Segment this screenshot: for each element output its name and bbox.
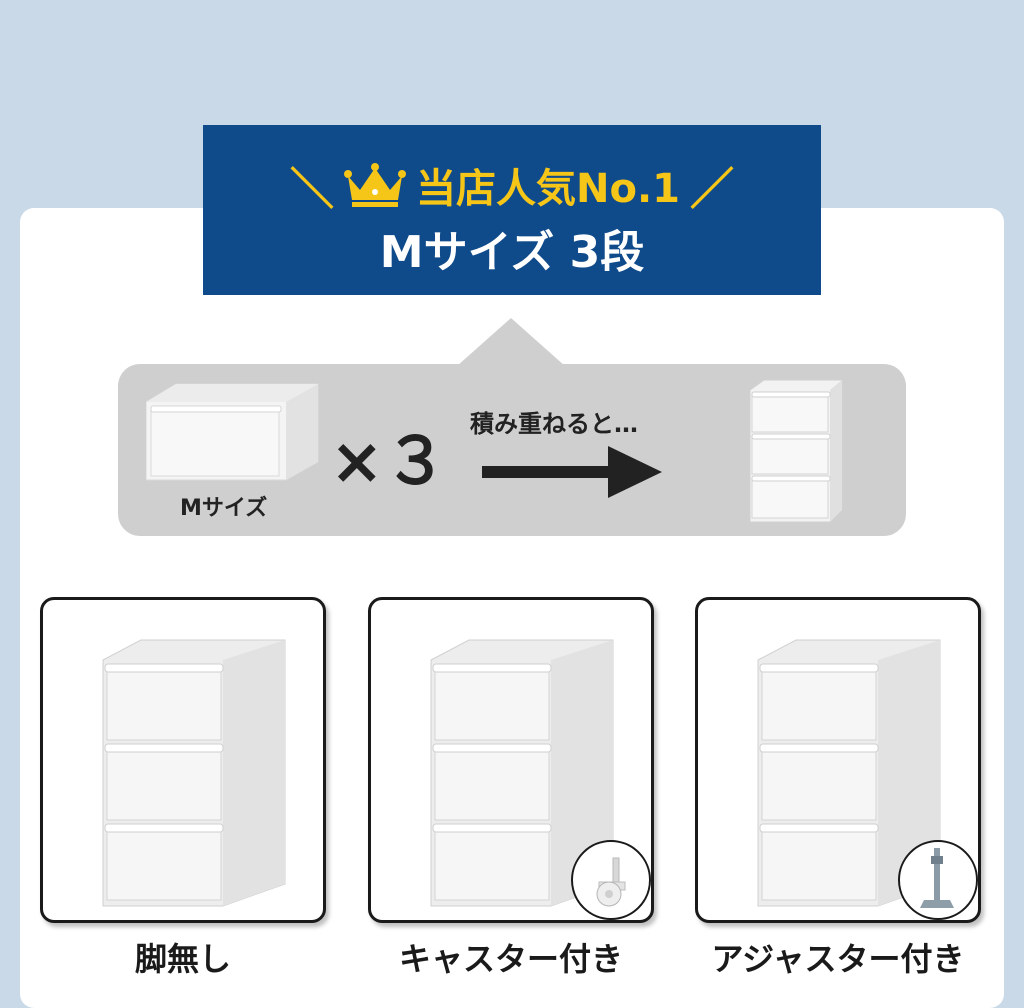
drawer-unit-image (102, 639, 286, 907)
variant-panel-caster[interactable] (368, 597, 654, 923)
arrow-right-icon (482, 446, 662, 498)
crown-icon (344, 163, 406, 207)
variant-panel-adjuster[interactable] (695, 597, 981, 923)
multiplier-text: ×３ (330, 425, 448, 499)
drawer-unit-image (430, 639, 614, 907)
promo-banner: ＼ 当店人気No.1 ／ Mサイズ 3段 (203, 125, 821, 295)
slash-right: ／ (689, 164, 734, 215)
caster-badge (571, 840, 651, 920)
variant-label-caster: キャスター付き (398, 940, 623, 978)
adjuster-badge (898, 840, 978, 920)
action-text: 積み重ねると… (470, 410, 638, 438)
banner-headline: 当店人気No.1 (416, 166, 680, 212)
variant-label-adjuster: アジャスター付き (711, 940, 965, 978)
variant-panel-no-legs[interactable] (40, 597, 326, 923)
banner-subtitle: Mサイズ 3段 (379, 227, 645, 278)
bubble-pointer (457, 318, 565, 366)
banner-headline-row: ＼ 当店人気No.1 ／ (203, 155, 821, 215)
variant-label-no-legs: 脚無し (134, 940, 231, 978)
single-drawer-label: Mサイズ (180, 496, 268, 521)
caster-icon (596, 857, 626, 907)
stacked-drawers-image (749, 379, 843, 523)
drawer-unit-image (757, 639, 941, 907)
slash-left: ＼ (290, 164, 334, 215)
adjuster-icon (920, 848, 954, 908)
single-drawer-image (146, 383, 319, 481)
